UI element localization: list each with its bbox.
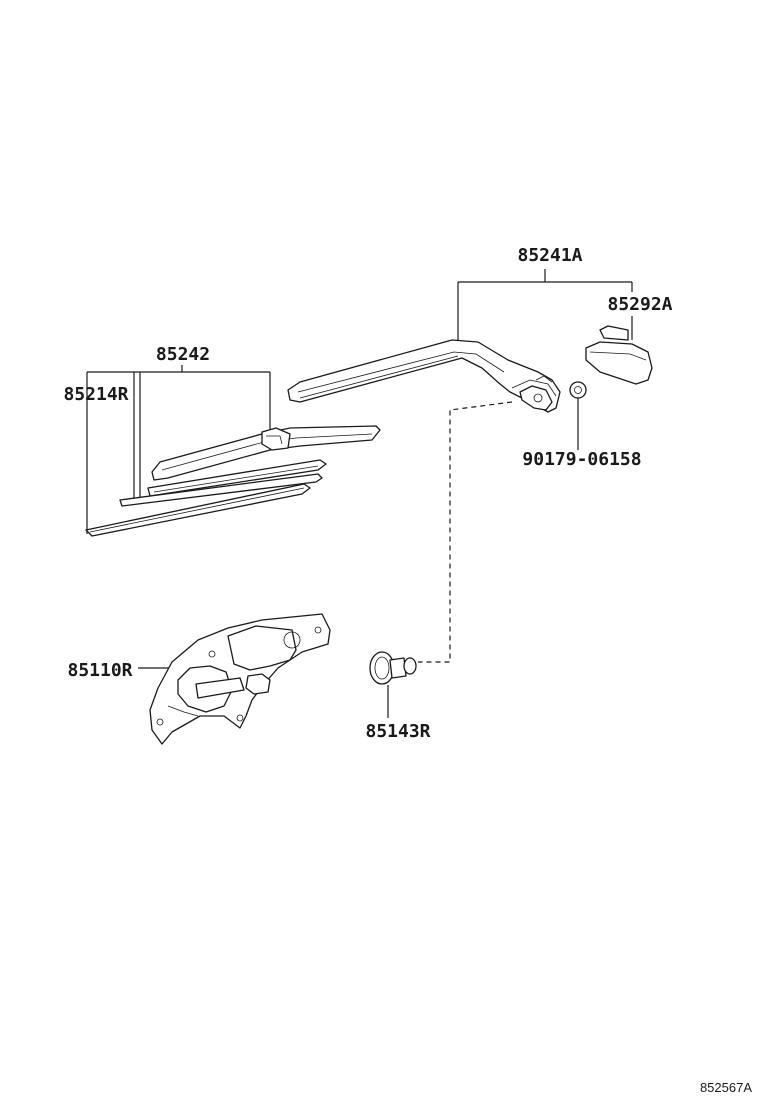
nut <box>569 381 587 399</box>
label-85292a: 85292A <box>607 294 672 315</box>
wiper-arm <box>287 339 561 413</box>
label-90179-06158: 90179-06158 <box>522 449 641 470</box>
reference-code: 852567A <box>700 1080 752 1095</box>
label-85110r: 85110R <box>67 660 132 681</box>
label-85241a: 85241A <box>517 245 582 266</box>
leader-85242 <box>139 365 271 500</box>
leader-85214r <box>86 371 140 534</box>
arm-cover <box>585 325 653 385</box>
leader-85241a <box>457 269 633 345</box>
assembly-dashed-line <box>418 401 513 663</box>
blade-rubber <box>85 473 323 537</box>
label-85242: 85242 <box>156 344 210 365</box>
grommet <box>369 651 417 685</box>
wiper-blade <box>147 425 381 497</box>
label-85143r: 85143R <box>365 721 430 742</box>
label-85214r: 85214R <box>63 384 128 405</box>
wiper-motor <box>149 613 331 745</box>
